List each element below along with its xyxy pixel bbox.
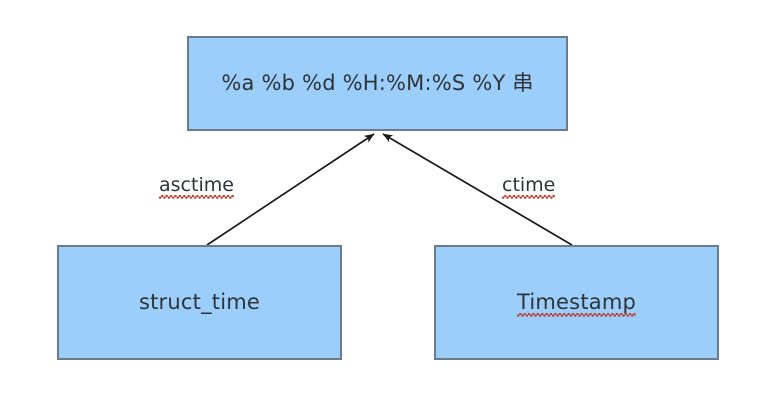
node-timestamp[interactable]: Timestamp [434, 245, 719, 360]
node-struct-time-label: struct_time [138, 290, 261, 314]
node-timestamp-label: Timestamp [516, 290, 637, 317]
edge-label-ctime: ctime [502, 174, 556, 199]
node-struct-time[interactable]: struct_time [57, 245, 342, 360]
edge-label-ctime-text: ctime [502, 174, 556, 199]
edge-label-asctime: asctime [159, 174, 234, 199]
node-format-string[interactable]: %a %b %d %H:%M:%S %Y 串 [187, 36, 568, 131]
edge-label-asctime-text: asctime [159, 174, 234, 199]
node-format-string-label: %a %b %d %H:%M:%S %Y 串 [221, 71, 534, 95]
